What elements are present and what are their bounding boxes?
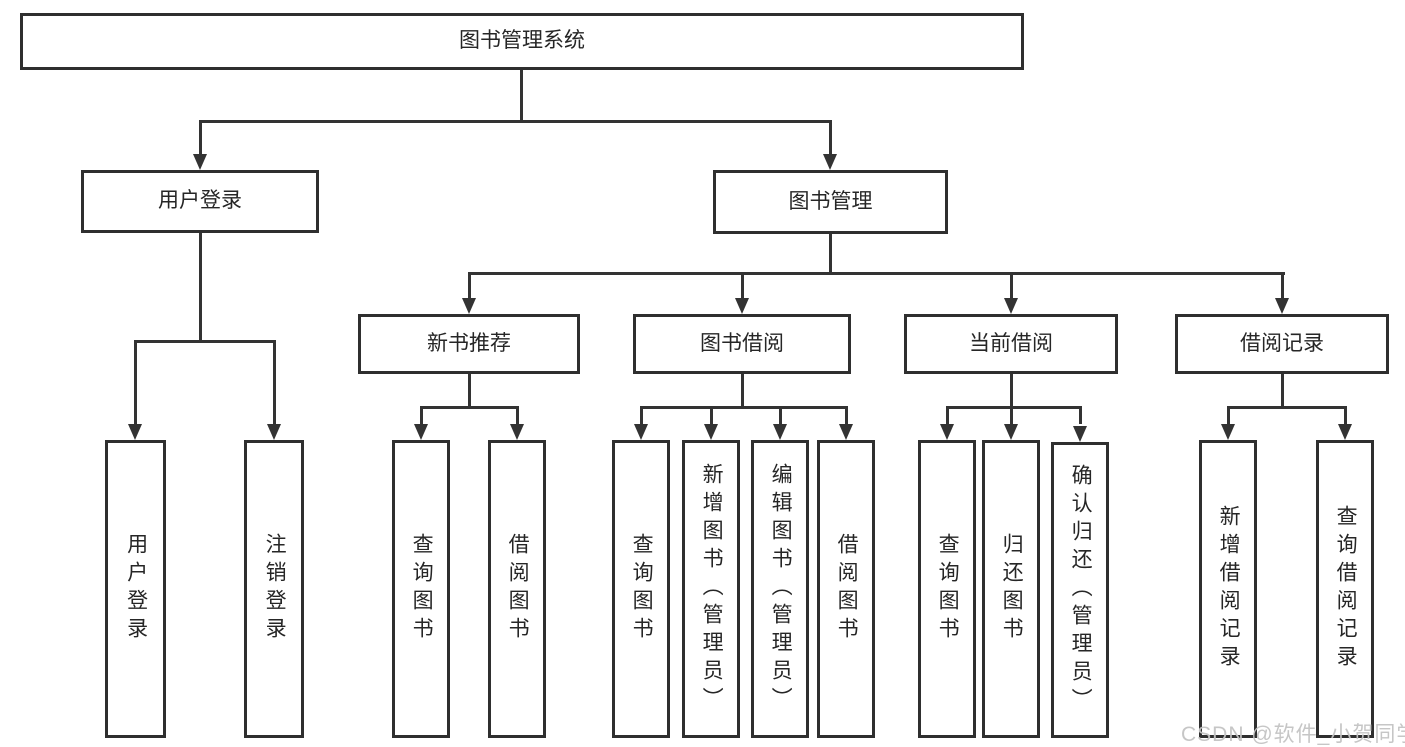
connector-hline (946, 406, 1082, 409)
arrowhead-down-icon (634, 424, 648, 440)
connector-vline (779, 406, 782, 424)
arrowhead-down-icon (267, 424, 281, 440)
node-user-login-leaf: 用户登录 (105, 440, 166, 738)
node-bb-borrow-books: 借阅图书 (817, 440, 875, 738)
arrowhead-down-icon (1073, 426, 1087, 442)
connector-vline (468, 374, 471, 406)
connector-vline (1227, 406, 1230, 424)
csdn-watermark: CSDN @软件_小贺同学 (1181, 723, 1405, 746)
connector-vline (199, 233, 202, 340)
node-user-login: 用户登录 (81, 170, 319, 233)
connector-vline (1281, 272, 1284, 298)
arrowhead-down-icon (1004, 424, 1018, 440)
connector-vline (516, 406, 519, 424)
node-current-borrowing: 当前借阅 (904, 314, 1118, 374)
node-br-add-record: 新增借阅记录 (1199, 440, 1257, 738)
arrowhead-down-icon (1275, 298, 1289, 314)
connector-vline (1281, 374, 1284, 406)
node-bb-edit-books-admin: 编辑图书（管理员） (751, 440, 809, 738)
connector-vline (134, 340, 137, 424)
node-new-book-recommend: 新书推荐 (358, 314, 580, 374)
arrowhead-down-icon (1221, 424, 1235, 440)
connector-vline (829, 234, 832, 272)
connector-vline (1010, 406, 1013, 424)
arrowhead-down-icon (414, 424, 428, 440)
arrowhead-down-icon (735, 298, 749, 314)
connector-vline (741, 272, 744, 298)
node-br-query-record: 查询借阅记录 (1316, 440, 1374, 738)
arrowhead-down-icon (128, 424, 142, 440)
node-cb-return-books: 归还图书 (982, 440, 1040, 738)
connector-vline (1344, 406, 1347, 424)
node-book-management-system: 图书管理系统 (20, 13, 1024, 70)
connector-hline (420, 406, 519, 409)
connector-vline (468, 272, 471, 298)
arrowhead-down-icon (773, 424, 787, 440)
connector-vline (1010, 272, 1013, 298)
arrowhead-down-icon (839, 424, 853, 440)
connector-vline (420, 406, 423, 424)
node-cb-query-books: 查询图书 (918, 440, 976, 738)
node-cb-confirm-return-admin: 确认归还（管理员） (1051, 442, 1109, 738)
connector-vline (273, 340, 276, 424)
node-bb-query-books: 查询图书 (612, 440, 670, 738)
arrowhead-down-icon (823, 154, 837, 170)
node-logout: 注销登录 (244, 440, 304, 738)
connector-vline (946, 406, 949, 424)
node-book-management: 图书管理 (713, 170, 948, 234)
node-borrowing-records: 借阅记录 (1175, 314, 1389, 374)
connector-vline (741, 374, 744, 406)
arrowhead-down-icon (510, 424, 524, 440)
connector-hline (1227, 406, 1347, 409)
arrowhead-down-icon (704, 424, 718, 440)
connector-vline (520, 70, 523, 120)
connector-vline (710, 406, 713, 424)
node-book-borrowing: 图书借阅 (633, 314, 851, 374)
arrowhead-down-icon (940, 424, 954, 440)
connector-hline (199, 120, 832, 123)
connector-vline (1010, 374, 1013, 406)
arrowhead-down-icon (1338, 424, 1352, 440)
connector-vline (845, 406, 848, 424)
arrowhead-down-icon (193, 154, 207, 170)
connector-hline (134, 340, 276, 343)
connector-vline (1079, 406, 1082, 424)
connector-hline (468, 272, 1285, 275)
arrowhead-down-icon (1004, 298, 1018, 314)
node-bb-add-books-admin: 新增图书（管理员） (682, 440, 740, 738)
connector-vline (199, 120, 202, 154)
connector-hline (640, 406, 848, 409)
connector-vline (829, 120, 832, 154)
node-nb-borrow-books: 借阅图书 (488, 440, 546, 738)
arrowhead-down-icon (462, 298, 476, 314)
node-nb-query-books: 查询图书 (392, 440, 450, 738)
connector-vline (640, 406, 643, 424)
